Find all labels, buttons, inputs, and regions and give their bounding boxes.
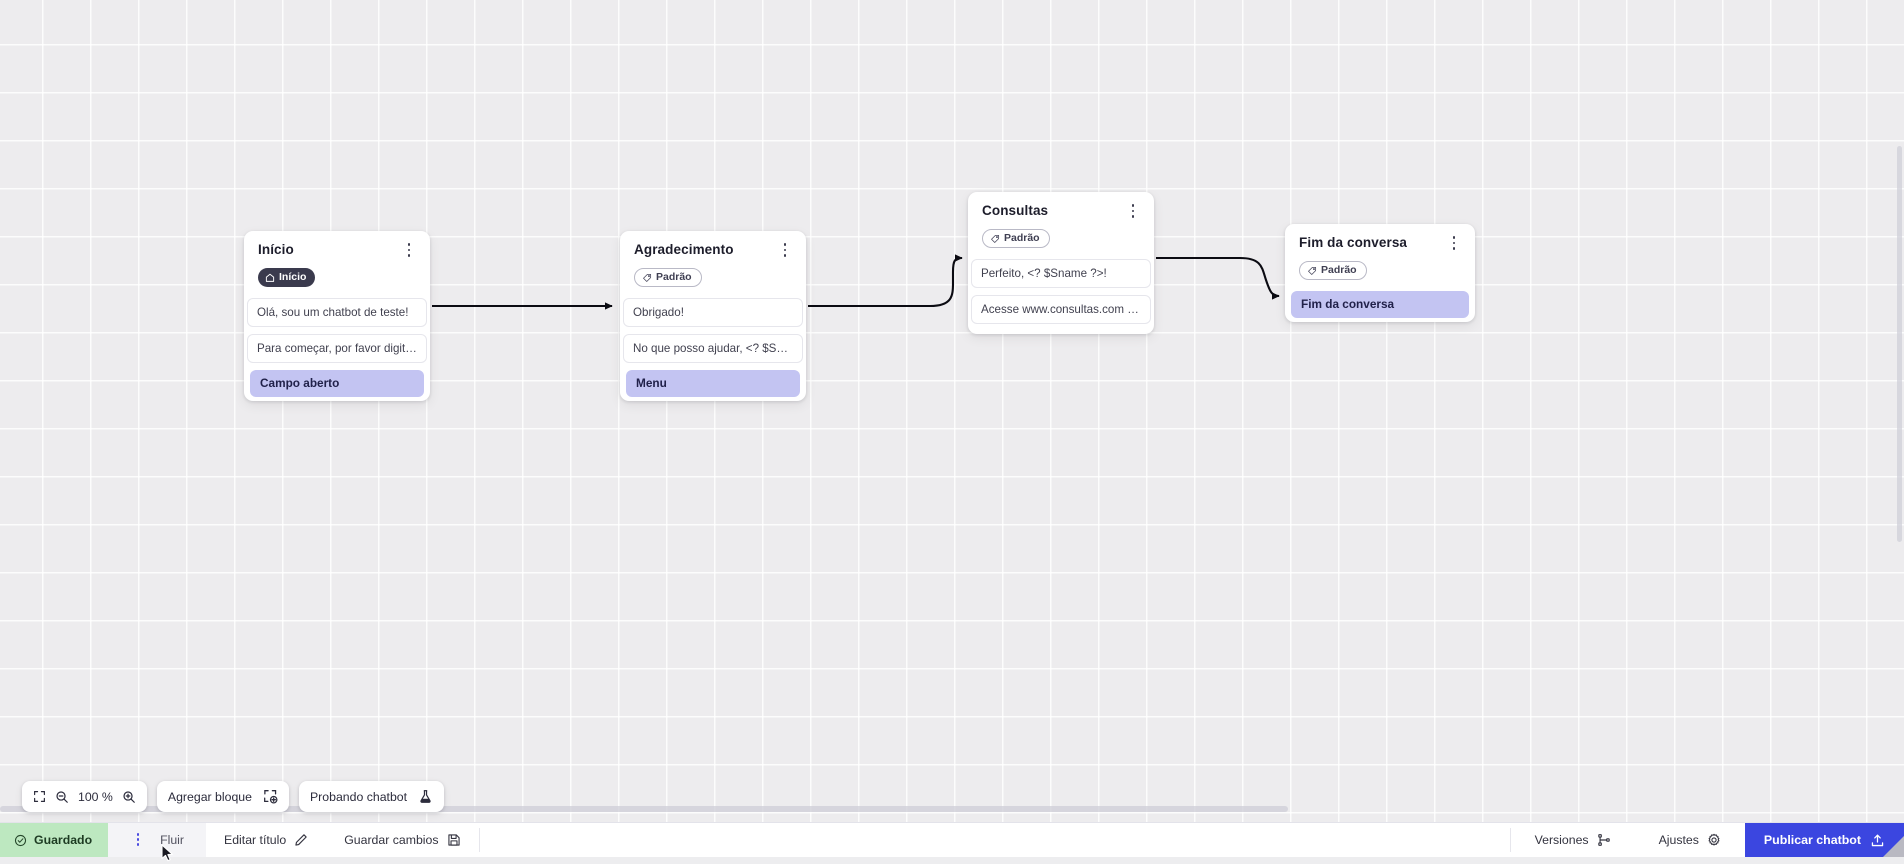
- connector-agradecimento-consultas: [808, 258, 962, 306]
- node-header: Agradecimento: [620, 242, 806, 259]
- edit-title-button[interactable]: Editar título: [206, 823, 326, 857]
- node-badge-label: Padrão: [1004, 233, 1040, 244]
- add-block-icon: [263, 789, 278, 804]
- statusbar-spacer: [480, 823, 1510, 857]
- window-resize-grip[interactable]: [1883, 836, 1904, 857]
- node-message[interactable]: Acesse www.consultas.com par...: [971, 295, 1151, 324]
- node-menu-button[interactable]: [1446, 234, 1462, 252]
- flow-canvas[interactable]: Início Início Olá, sou um chatbot de tes…: [0, 0, 1904, 822]
- saved-label: Guardado: [34, 833, 92, 847]
- node-badge-padrao[interactable]: Padrão: [1299, 261, 1367, 280]
- connector-layer: [0, 0, 1904, 822]
- node-message[interactable]: Para começar, por favor digite o ...: [247, 334, 427, 363]
- tab-flow-label: Fluir: [160, 833, 184, 847]
- node-title: Fim da conversa: [1299, 235, 1407, 251]
- add-block-button[interactable]: Agregar bloque: [157, 781, 289, 812]
- canvas-toolbar: 100 % Agregar bloque Probando chatbot: [22, 781, 444, 812]
- tag-icon: [1307, 266, 1317, 276]
- node-badge-padrao[interactable]: Padrão: [634, 268, 702, 287]
- flask-icon: [418, 789, 433, 804]
- node-badge-inicio[interactable]: Início: [258, 268, 315, 287]
- tag-icon: [990, 234, 1000, 244]
- node-header: Consultas: [968, 203, 1154, 220]
- node-pill-menu[interactable]: Menu: [626, 370, 800, 397]
- publish-chatbot-label: Publicar chatbot: [1764, 833, 1861, 847]
- node-message[interactable]: Obrigado!: [623, 298, 803, 327]
- node-title: Agradecimento: [634, 242, 734, 258]
- tab-flow[interactable]: Fluir: [108, 823, 206, 857]
- tag-icon: [642, 273, 652, 283]
- node-badge-label: Início: [279, 272, 306, 283]
- node-badge-label: Padrão: [656, 272, 692, 283]
- floppy-icon: [447, 833, 461, 847]
- node-header: Início: [244, 242, 430, 259]
- test-chatbot-label: Probando chatbot: [310, 790, 407, 804]
- save-changes-label: Guardar cambios: [344, 833, 438, 847]
- node-message[interactable]: Olá, sou um chatbot de teste!: [247, 298, 427, 327]
- edit-title-label: Editar título: [224, 833, 286, 847]
- node-body: Fim da conversa: [1285, 291, 1475, 318]
- node-badge-row: Padrão: [968, 220, 1154, 259]
- zoom-controls-group: 100 %: [22, 781, 147, 812]
- flow-node-consultas[interactable]: Consultas Padrão Perfeito, <? $Sname ?>!…: [968, 192, 1154, 334]
- connector-consultas-fim: [1156, 258, 1279, 296]
- node-menu-button[interactable]: [401, 241, 417, 259]
- kebab-vertical-icon[interactable]: [130, 833, 146, 847]
- flow-node-agradecimento[interactable]: Agradecimento Padrão Obrigado! No que po…: [620, 231, 806, 401]
- fit-screen-icon[interactable]: [33, 790, 46, 803]
- test-chatbot-button[interactable]: Probando chatbot: [299, 781, 444, 812]
- check-circle-icon: [14, 834, 27, 847]
- node-badge-row: Padrão: [1285, 252, 1475, 291]
- node-body: Obrigado! No que posso ajudar, <? $Sname…: [620, 298, 806, 397]
- publish-chatbot-button[interactable]: Publicar chatbot: [1745, 823, 1904, 857]
- zoom-level-value: 100 %: [78, 790, 113, 804]
- node-message[interactable]: No que posso ajudar, <? $Sname ...: [623, 334, 803, 363]
- node-pill-campo-aberto[interactable]: Campo aberto: [250, 370, 424, 397]
- node-title: Consultas: [982, 203, 1048, 219]
- node-menu-button[interactable]: [1125, 202, 1141, 220]
- node-body: Olá, sou um chatbot de teste! Para começ…: [244, 298, 430, 397]
- node-menu-button[interactable]: [777, 241, 793, 259]
- node-title: Início: [258, 242, 294, 258]
- settings-button[interactable]: Ajustes: [1635, 823, 1745, 857]
- save-changes-button[interactable]: Guardar cambios: [326, 823, 478, 857]
- node-pill-fim-da-conversa[interactable]: Fim da conversa: [1291, 291, 1469, 318]
- add-block-label: Agregar bloque: [168, 790, 252, 804]
- home-icon: [265, 273, 275, 283]
- node-header: Fim da conversa: [1285, 235, 1475, 252]
- node-badge-row: Padrão: [620, 259, 806, 298]
- node-body: Perfeito, <? $Sname ?>! Acesse www.consu…: [968, 259, 1154, 334]
- zoom-in-icon[interactable]: [122, 790, 136, 804]
- flow-node-fim-da-conversa[interactable]: Fim da conversa Padrão Fim da conversa: [1285, 224, 1475, 322]
- node-badge-padrao[interactable]: Padrão: [982, 229, 1050, 248]
- vertical-scrollbar[interactable]: [1897, 146, 1902, 542]
- node-badge-label: Padrão: [1321, 265, 1357, 276]
- settings-label: Ajustes: [1659, 833, 1699, 847]
- zoom-out-icon[interactable]: [55, 790, 69, 804]
- status-bar: Guardado Fluir Editar título Guardar cam…: [0, 822, 1904, 857]
- versions-button[interactable]: Versiones: [1511, 823, 1635, 857]
- flow-node-inicio[interactable]: Início Início Olá, sou um chatbot de tes…: [244, 231, 430, 401]
- gear-icon: [1707, 833, 1721, 847]
- versions-label: Versiones: [1535, 833, 1589, 847]
- branch-icon: [1597, 833, 1611, 847]
- saved-status-badge: Guardado: [0, 823, 108, 857]
- pencil-icon: [294, 833, 308, 847]
- node-badge-row: Início: [244, 259, 430, 298]
- node-message[interactable]: Perfeito, <? $Sname ?>!: [971, 259, 1151, 288]
